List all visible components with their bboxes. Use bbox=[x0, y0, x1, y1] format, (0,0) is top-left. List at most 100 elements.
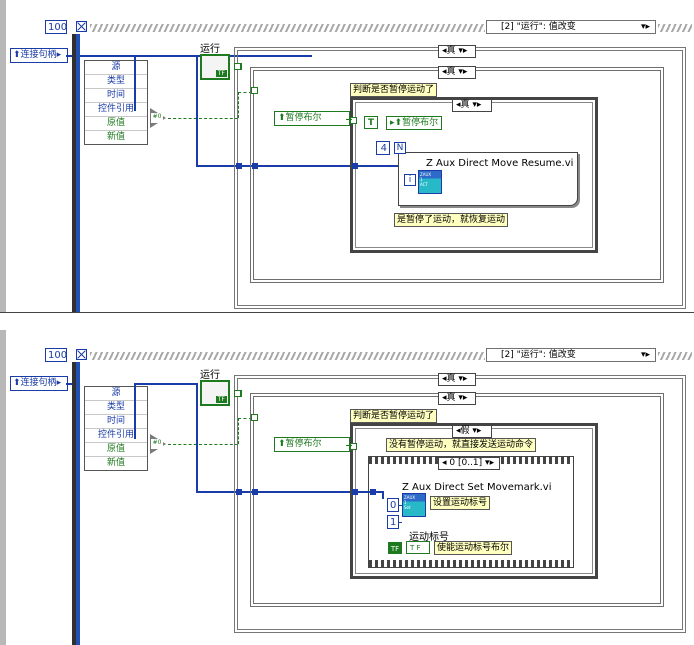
diagram-panel-bottom: 100 [2] "运行": 值改变 ▾▸ ⬆连接句柄▸ 源 类型 时间 控件引用… bbox=[6, 330, 692, 645]
pause-write-variable[interactable]: ▸⬆暂停布尔 bbox=[386, 116, 442, 130]
boolean-wire bbox=[346, 119, 352, 120]
not-function-icon[interactable]: #0 bbox=[150, 108, 166, 128]
event-field-time[interactable]: 时间 bbox=[85, 89, 147, 103]
outer-case-value: 真 bbox=[446, 46, 456, 56]
one-constant[interactable]: 1 bbox=[387, 515, 399, 529]
outer-case-value: 真 bbox=[446, 374, 456, 384]
boolean-wire bbox=[168, 444, 238, 445]
third-case-selector[interactable]: ◂假 ▾▸ bbox=[452, 425, 492, 438]
loop-count-constant[interactable]: 100 bbox=[45, 348, 67, 362]
connection-ref-terminal[interactable]: ⬆连接句柄▸ bbox=[10, 48, 68, 63]
event-field-source[interactable]: 源 bbox=[85, 387, 147, 401]
outer-case-selector[interactable]: ◂真 ▾▸ bbox=[438, 373, 476, 386]
wire bbox=[196, 491, 352, 493]
event-field-source[interactable]: 源 bbox=[85, 61, 147, 75]
connection-ref-label: 连接句柄 bbox=[20, 50, 57, 60]
chevron-down-icon[interactable]: ▾▸ bbox=[640, 22, 650, 32]
left-edge-top bbox=[0, 0, 6, 312]
connection-ref-terminal[interactable]: ⬆连接句柄▸ bbox=[10, 376, 68, 391]
wire bbox=[399, 522, 402, 523]
wire bbox=[136, 383, 198, 385]
local-variable-icon: ⬆ bbox=[278, 113, 286, 123]
wire bbox=[196, 55, 198, 165]
set-mark-comment: 设置运动标号 bbox=[430, 496, 491, 510]
not-glyph: #0 bbox=[151, 113, 163, 123]
no-pause-comment: 没有暂停运动，就直接发送运动命令 bbox=[386, 438, 537, 452]
run-button-terminal[interactable] bbox=[200, 54, 230, 80]
pause-local-label: 暂停布尔 bbox=[285, 439, 322, 449]
case-selector-terminal bbox=[251, 87, 258, 94]
wire bbox=[80, 55, 310, 57]
run-button-terminal[interactable] bbox=[200, 380, 230, 406]
reference-wire-vertical bbox=[76, 34, 80, 312]
case-selector-terminal bbox=[251, 414, 258, 421]
subvi-title: Z Aux Direct Move Resume.vi bbox=[426, 158, 574, 169]
enable-mark-terminal[interactable]: T F bbox=[406, 541, 430, 554]
case-comment: 判断是否暂停运动了 bbox=[350, 83, 438, 97]
event-field-newval[interactable]: 新值 bbox=[106, 458, 125, 468]
local-variable-icon: ▸⬆ bbox=[390, 118, 403, 128]
diagram-panel-top: 100 [2] "运行": 值改变 ▾▸ ⬆连接句柄▸ 源 类型 时间 控件引用… bbox=[6, 0, 692, 312]
axis-constant[interactable]: 4 bbox=[376, 141, 390, 155]
run-label: 运行 bbox=[200, 44, 220, 55]
sequence-frame-value: 0 [0..1] bbox=[449, 458, 483, 468]
event-field-time[interactable]: 时间 bbox=[85, 415, 147, 429]
loop-border-hatch-right bbox=[658, 24, 692, 32]
outer-case-selector[interactable]: ◂真 ▾▸ bbox=[438, 45, 476, 58]
event-field-ctlref[interactable]: 控件引用 bbox=[85, 429, 147, 443]
event-field-oldval[interactable]: 原值 bbox=[85, 443, 147, 457]
third-case-structure[interactable] bbox=[350, 423, 598, 579]
reference-icon: ⬆ bbox=[13, 50, 21, 60]
third-case-structure[interactable] bbox=[350, 97, 598, 253]
event-field-oldval[interactable]: 原值 bbox=[85, 117, 147, 131]
wire bbox=[196, 165, 252, 167]
second-case-selector[interactable]: ◂真 ▾▸ bbox=[438, 392, 476, 405]
wire-tunnel bbox=[352, 163, 358, 169]
pause-local-variable[interactable]: ⬆暂停布尔 bbox=[274, 437, 350, 452]
wire bbox=[399, 505, 402, 506]
wire bbox=[196, 383, 198, 493]
event-data-node: 源 类型 时间 控件引用 原值 新值 bbox=[84, 386, 148, 471]
loop-count-constant[interactable]: 100 bbox=[45, 20, 67, 34]
second-case-selector[interactable]: ◂真 ▾▸ bbox=[438, 66, 476, 79]
wire-tunnel bbox=[236, 163, 242, 169]
loop-count-terminal-icon bbox=[76, 349, 87, 360]
event-selector[interactable]: [2] "运行": 值改变 ▾▸ bbox=[486, 348, 656, 362]
loop-count-terminal-icon bbox=[76, 21, 87, 32]
event-selector-label: [2] "运行": 值改变 bbox=[501, 22, 576, 32]
pause-local-variable[interactable]: ⬆暂停布尔 bbox=[274, 111, 350, 126]
boolean-wire bbox=[238, 418, 239, 444]
event-field-type[interactable]: 类型 bbox=[85, 75, 147, 89]
true-constant[interactable]: T bbox=[364, 116, 378, 129]
boolean-wire bbox=[238, 92, 252, 93]
tf-constant[interactable]: TF bbox=[388, 542, 402, 554]
third-case-selector[interactable]: ◂真 ▾▸ bbox=[452, 99, 492, 112]
wire-tunnel bbox=[236, 489, 242, 495]
loop-left-border bbox=[72, 34, 76, 312]
boolean-wire bbox=[346, 445, 352, 446]
event-field-type[interactable]: 类型 bbox=[85, 401, 147, 415]
event-data-node: 源 类型 时间 控件引用 原值 新值 bbox=[84, 60, 148, 145]
event-field-ctlref[interactable]: 控件引用 bbox=[85, 103, 147, 117]
case-selector-terminal bbox=[234, 390, 241, 397]
not-function-icon[interactable]: #0 bbox=[150, 434, 166, 454]
second-case-value: 真 bbox=[446, 67, 456, 77]
event-selector[interactable]: [2] "运行": 值改变 ▾▸ bbox=[486, 20, 656, 34]
third-case-value: 假 bbox=[460, 426, 470, 436]
loop-border-hatch bbox=[90, 24, 485, 32]
sequence-frame-selector[interactable]: ◂ 0 [0..1] ▾▸ bbox=[438, 457, 500, 470]
zero-constant[interactable]: 0 bbox=[387, 498, 399, 512]
local-variable-icon: ⬆ bbox=[278, 439, 286, 449]
index-terminal: i bbox=[404, 174, 416, 186]
connection-ref-label: 连接句柄 bbox=[20, 378, 57, 388]
left-edge-bottom bbox=[0, 330, 6, 645]
case-selector-terminal bbox=[234, 63, 241, 70]
sequence-film-bottom bbox=[369, 560, 573, 567]
event-field-newval[interactable]: 新值 bbox=[106, 132, 125, 142]
wire bbox=[66, 383, 72, 385]
pause-write-label: 暂停布尔 bbox=[402, 118, 439, 128]
wire bbox=[134, 383, 136, 439]
chevron-down-icon[interactable]: ▾▸ bbox=[640, 350, 650, 360]
